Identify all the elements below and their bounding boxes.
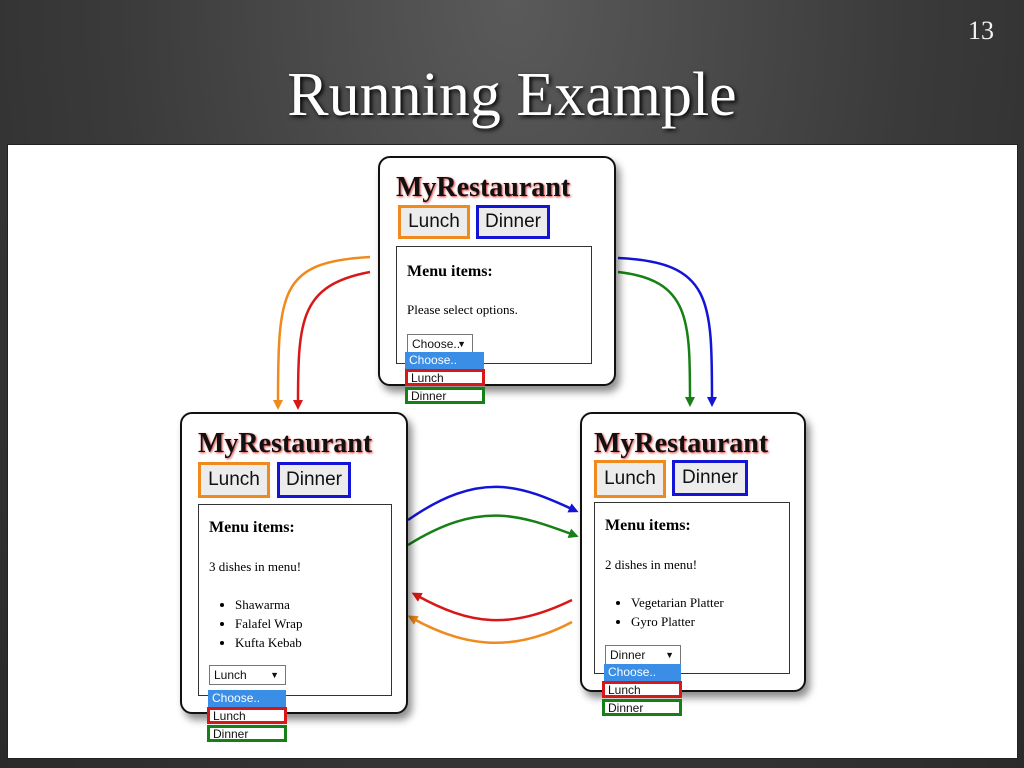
menu-message: 3 dishes in menu! [209, 559, 302, 574]
meal-select[interactable]: Choose.. ▼ [407, 334, 473, 354]
tab-dinner[interactable]: Dinner [672, 460, 748, 496]
list-item: Gyro Platter [631, 612, 724, 631]
arrow-dinner-to-lunch-orange [407, 615, 573, 645]
app-card-lunch: MyRestaurant Lunch Dinner Menu items: 3 … [180, 412, 408, 714]
arrow-initial-to-lunch-red [293, 270, 371, 410]
menu-message: Please select options. [407, 302, 518, 317]
menu-title: Menu items: [605, 517, 691, 534]
option-lunch[interactable]: Lunch [405, 369, 485, 386]
menu-message: 2 dishes in menu! [605, 557, 698, 572]
meal-select[interactable]: Dinner ▼ [605, 645, 681, 665]
arrow-initial-to-dinner-green [617, 270, 695, 407]
menu-box: Menu items: Please select options. Choos… [396, 246, 592, 364]
list-item: Falafel Wrap [235, 614, 302, 633]
list-item: Vegetarian Platter [631, 593, 724, 612]
tab-dinner[interactable]: Dinner [476, 205, 550, 239]
tab-lunch[interactable]: Lunch [398, 205, 470, 239]
arrow-initial-to-lunch-orange [273, 255, 371, 410]
menu-title: Menu items: [407, 263, 493, 280]
arrow-lunch-to-dinner-blue [407, 485, 579, 522]
arrow-initial-to-dinner-blue [617, 256, 717, 407]
option-lunch[interactable]: Lunch [207, 707, 287, 724]
arrow-dinner-to-lunch-red [411, 592, 573, 622]
meal-select-value: Lunch [214, 668, 247, 682]
brand-title: MyRestaurant [396, 172, 571, 203]
chevron-down-icon: ▼ [457, 339, 466, 349]
app-card-initial: MyRestaurant Lunch Dinner Menu items: Pl… [378, 156, 616, 386]
slide-number: 13 [968, 16, 994, 45]
meal-select-value: Dinner [610, 648, 646, 662]
option-choose[interactable]: Choose.. [208, 690, 286, 707]
app-card-dinner: MyRestaurant Lunch Dinner Menu items: 2 … [580, 412, 806, 692]
menu-title: Menu items: [209, 519, 295, 536]
dish-list: Vegetarian Platter Gyro Platter [595, 593, 724, 631]
brand-title: MyRestaurant [594, 428, 769, 459]
option-dinner[interactable]: Dinner [207, 725, 287, 742]
dish-list: Shawarma Falafel Wrap Kufta Kebab [199, 595, 302, 652]
chevron-down-icon: ▼ [665, 650, 674, 660]
option-lunch[interactable]: Lunch [602, 681, 682, 698]
menu-box: Menu items: 2 dishes in menu! Vegetarian… [594, 502, 790, 674]
arrow-lunch-to-dinner-green [407, 514, 579, 547]
option-dinner[interactable]: Dinner [602, 699, 682, 716]
meal-select[interactable]: Lunch ▼ [209, 665, 286, 685]
meal-select-value: Choose.. [412, 337, 461, 351]
slide-title: Running Example [287, 61, 737, 129]
option-choose[interactable]: Choose.. [604, 664, 681, 681]
list-item: Shawarma [235, 595, 302, 614]
tab-lunch[interactable]: Lunch [198, 462, 270, 498]
option-dinner[interactable]: Dinner [405, 387, 485, 404]
menu-box: Menu items: 3 dishes in menu! Shawarma F… [198, 504, 392, 696]
chevron-down-icon: ▼ [270, 670, 279, 680]
list-item: Kufta Kebab [235, 633, 302, 652]
tab-lunch[interactable]: Lunch [594, 460, 666, 498]
option-choose[interactable]: Choose.. [405, 352, 484, 369]
tab-dinner[interactable]: Dinner [277, 462, 351, 498]
brand-title: MyRestaurant [198, 428, 373, 459]
